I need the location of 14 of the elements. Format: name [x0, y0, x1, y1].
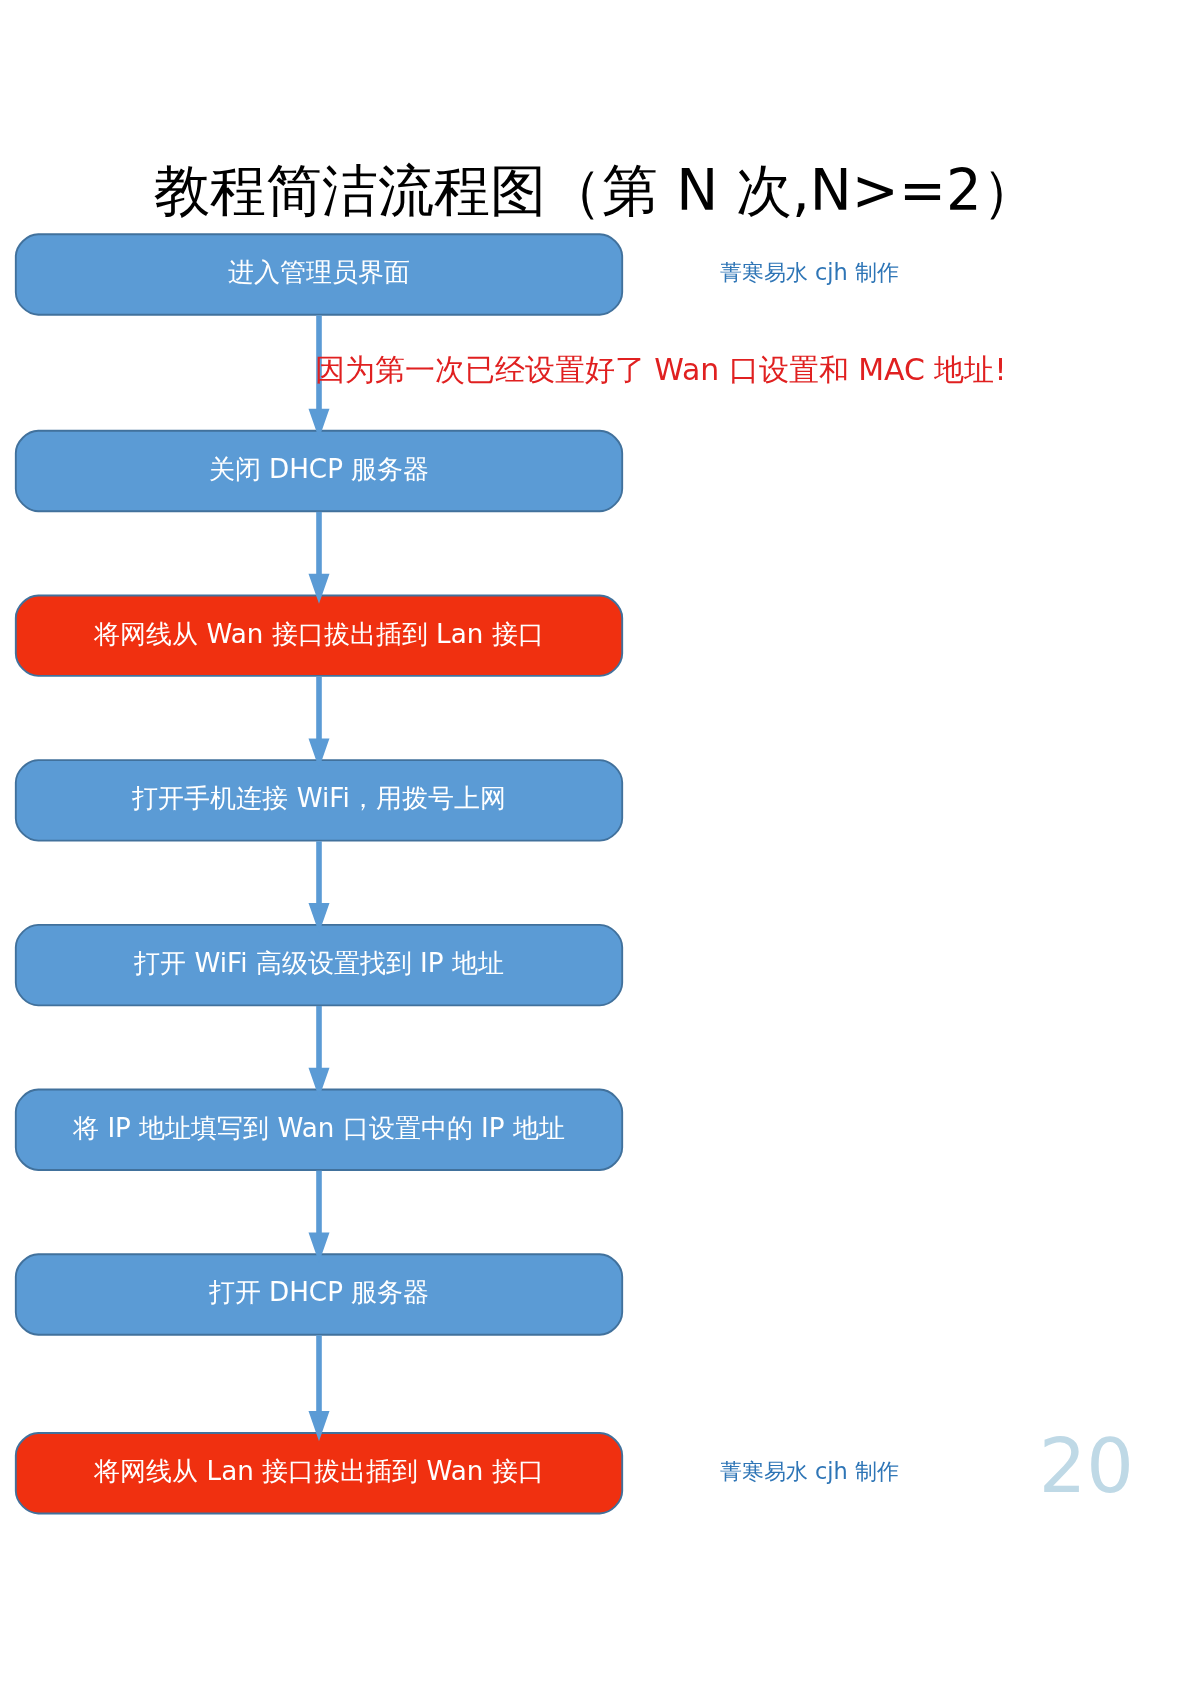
node-box: 将网线从 Lan 接口拔出插到 Wan 接口 [14, 1432, 624, 1515]
node-box: 打开手机连接 WiFi，用拨号上网 [14, 759, 624, 842]
label: 菁寒易水 cjh 制作 [719, 1458, 899, 1485]
label: 菁寒易水 cjh 制作 [719, 259, 899, 286]
node-box: 打开 DHCP 服务器 [14, 1253, 624, 1336]
node-box: 打开 WiFi 高级设置找到 IP 地址 [14, 923, 624, 1007]
arrow [308, 511, 330, 604]
node-box: 进入管理员界面 [14, 233, 624, 316]
diagram-title: 教程简洁流程图（第 N 次,N>=2） [154, 157, 1038, 223]
arrow [308, 1335, 330, 1442]
node-box: 将网线从 Wan 接口拔出插到 Lan 接口 [14, 594, 624, 677]
label: 20 [1038, 1422, 1134, 1510]
node-box: 将 IP 地址填写到 Wan 口设置中的 IP 地址 [14, 1088, 624, 1171]
node-box: 关闭 DHCP 服务器 [14, 429, 624, 513]
